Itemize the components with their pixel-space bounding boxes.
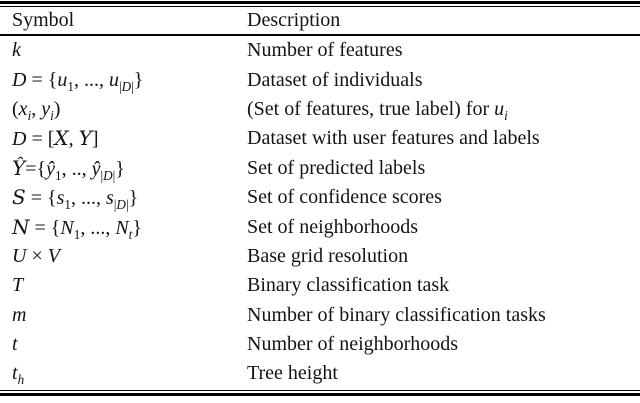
table-top-rule-thick [0, 1, 640, 4]
description-cell: Dataset with user features and labels [247, 127, 540, 150]
table-bottom-rule-thick [0, 392, 640, 396]
table-row: th Tree height [0, 359, 640, 388]
description-cell: Number of neighborhoods [247, 333, 459, 356]
symbol-cell: S = {s1, ..., s|D|} [12, 185, 139, 213]
table-row: (xi, yi) (Set of features, true label) f… [0, 95, 640, 124]
symbol-cell: D = [X, Y] [12, 126, 99, 151]
table-row: t Number of neighborhoods [0, 330, 640, 359]
table-body: k Number of features D = {u1, ..., u|D|}… [0, 36, 640, 389]
table-row: D = [X, Y] Dataset with user features an… [0, 124, 640, 153]
table-top-rule-thin [0, 6, 640, 7]
symbol-cell: N = {N1, ..., Nt} [12, 214, 142, 242]
table-header-row: Symbol Description [0, 7, 640, 34]
header-divider-rule [0, 34, 640, 36]
description-cell: Set of neighborhoods [247, 215, 419, 238]
description-cell: Number of features [247, 39, 403, 62]
symbol-cell: D = {u1, ..., u|D|} [12, 68, 144, 94]
table-row: D = {u1, ..., u|D|} Dataset of individua… [0, 65, 640, 94]
column-header-description: Description [247, 9, 341, 31]
description-cell: Tree height [247, 362, 338, 385]
description-cell: Number of binary classification tasks [247, 303, 546, 326]
description-cell: Base grid resolution [247, 244, 409, 267]
table-row: N = {N1, ..., Nt} Set of neighborhoods [0, 212, 640, 241]
symbol-cell: Ŷ={ŷ1, .., ŷ|D|} [12, 155, 125, 183]
column-header-symbol: Symbol [12, 9, 75, 31]
symbol-cell: th [12, 362, 25, 388]
description-cell: Set of predicted labels [247, 156, 426, 179]
table-row: S = {s1, ..., s|D|} Set of confidence sc… [0, 183, 640, 212]
table-row: T Binary classification task [0, 271, 640, 300]
symbol-cell: m [12, 303, 27, 326]
table-row: m Number of binary classification tasks [0, 301, 640, 330]
description-cell: Binary classification task [247, 274, 450, 297]
symbol-cell: T [12, 274, 24, 297]
symbol-cell: t [12, 333, 18, 356]
symbol-cell: k [12, 39, 21, 62]
description-cell: (Set of features, true label) for ui [247, 97, 508, 123]
description-cell: Set of confidence scores [247, 186, 442, 209]
table-row: Ŷ={ŷ1, .., ŷ|D|} Set of predicted labels [0, 154, 640, 183]
description-cell: Dataset of individuals [247, 68, 423, 91]
table-row: k Number of features [0, 36, 640, 65]
table-bottom-rule-thin [0, 389, 640, 391]
symbol-cell: (xi, yi) [12, 97, 61, 123]
table-row: U × V Base grid resolution [0, 242, 640, 271]
symbol-cell: U × V [12, 244, 60, 267]
